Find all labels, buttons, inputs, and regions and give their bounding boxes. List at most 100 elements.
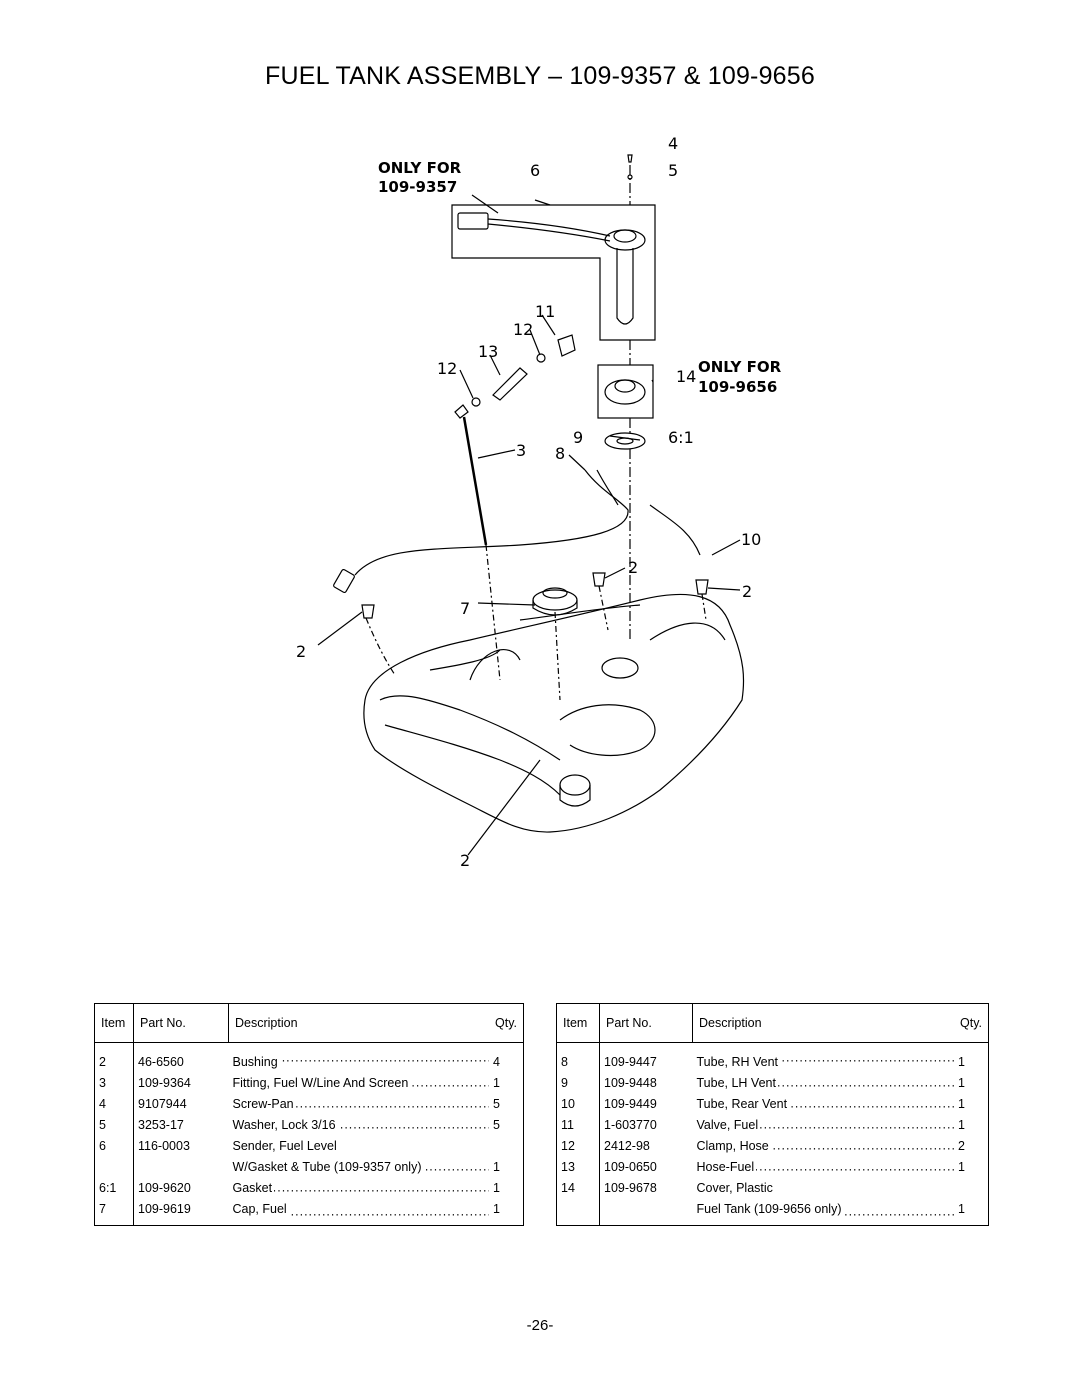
- table-row: 9 109-9448 Tube, LH Vent 1: [556, 1072, 989, 1093]
- qty-cell: 1: [493, 1075, 500, 1090]
- table-row: 14 109-9678 Cover, Plastic: [556, 1177, 989, 1198]
- note-only-for-label: ONLY FOR: [378, 159, 462, 177]
- table-row: 11 1-603770 Valve, Fuel 1: [556, 1114, 989, 1135]
- desc-cell: Clamp, Hose: [696, 1138, 771, 1153]
- part-cell: 109-9364: [138, 1075, 191, 1090]
- item-cell: 12: [556, 1135, 600, 1156]
- item-cell: 11: [556, 1114, 600, 1135]
- item-cell: [556, 1198, 600, 1226]
- item-cell: 6: [94, 1135, 134, 1156]
- parts-table-right: Item Part No. Description Qty. 8 109-944…: [556, 1003, 989, 1226]
- item-cell: 13: [556, 1156, 600, 1177]
- header-description: Description: [228, 1003, 489, 1043]
- qty-cell: 1: [958, 1201, 965, 1216]
- desc-cell: Tube, Rear Vent: [696, 1096, 790, 1111]
- part-cell: 116-0003: [138, 1138, 190, 1153]
- item-cell: 8: [556, 1042, 600, 1072]
- callout-label: 12: [437, 359, 457, 378]
- desc-cell: Washer, Lock 3/16: [232, 1117, 338, 1132]
- part-cell: 2412-98: [604, 1138, 650, 1153]
- callout-label: 14: [676, 367, 696, 386]
- table-row: 5 3253-17 Washer, Lock 3/16 5: [94, 1114, 524, 1135]
- item-cell: 4: [94, 1093, 134, 1114]
- callout-label: 11: [535, 302, 555, 321]
- desc-cell: Hose-Fuel: [696, 1159, 757, 1174]
- fuel-tank-exploded-diagram: ONLY FOR 109-9357 ONLY FOR 109-9656 4 5 …: [296, 134, 782, 870]
- qty-cell: 1: [958, 1096, 965, 1111]
- desc-cell: Fuel Tank (109-9656 only): [696, 1201, 844, 1216]
- callout-label: 2: [742, 582, 752, 601]
- desc-cell: Bushing: [232, 1054, 280, 1069]
- desc-cell: Cap, Fuel: [232, 1201, 289, 1216]
- parts-table-left: Item Part No. Description Qty. 2 46-6560…: [94, 1003, 524, 1226]
- header-qty: Qty.: [489, 1003, 524, 1043]
- desc-cell: Tube, RH Vent: [696, 1054, 781, 1069]
- callout-label: 6: [530, 161, 540, 180]
- qty-cell: 5: [493, 1117, 500, 1132]
- item-cell: 14: [556, 1177, 600, 1198]
- qty-cell: 2: [958, 1138, 965, 1153]
- qty-cell: [489, 1135, 524, 1156]
- desc-cell: Valve, Fuel: [696, 1117, 761, 1132]
- table-row: 7 109-9619 Cap, Fuel 1: [94, 1198, 524, 1226]
- table-row: 6:1 109-9620 Gasket 1: [94, 1177, 524, 1198]
- part-cell: 46-6560: [138, 1054, 184, 1069]
- part-cell: [134, 1156, 229, 1177]
- item-cell: 10: [556, 1093, 600, 1114]
- qty-cell: 1: [493, 1201, 500, 1216]
- callout-label: 8: [555, 444, 565, 463]
- qty-cell: 1: [493, 1159, 500, 1174]
- item-cell: 3: [94, 1072, 134, 1093]
- callout-label: 7: [460, 599, 470, 618]
- part-cell: 109-9620: [138, 1180, 191, 1195]
- header-part-no: Part No.: [133, 1003, 229, 1043]
- qty-cell: 1: [958, 1054, 965, 1069]
- qty-cell: 4: [493, 1054, 500, 1069]
- callout-label: 10: [741, 530, 761, 549]
- callout-label: 13: [478, 342, 498, 361]
- table-row: W/Gasket & Tube (109-9357 only) 1: [94, 1156, 524, 1177]
- table-row: 13 109-0650 Hose-Fuel 1: [556, 1156, 989, 1177]
- header-qty: Qty.: [954, 1003, 989, 1043]
- table-row: 2 46-6560 Bushing 4: [94, 1042, 524, 1072]
- callout-label: 9: [573, 428, 583, 447]
- header-item: Item: [94, 1003, 134, 1043]
- item-cell: 5: [94, 1114, 134, 1135]
- callout-label: 2: [628, 558, 638, 577]
- table-row: 6 116-0003 Sender, Fuel Level: [94, 1135, 524, 1156]
- table-row: Fuel Tank (109-9656 only) 1: [556, 1198, 989, 1226]
- part-cell: 1-603770: [604, 1117, 657, 1132]
- desc-cell: Fitting, Fuel W/Line And Screen: [232, 1075, 411, 1090]
- table-header-row: Item Part No. Description Qty.: [94, 1003, 524, 1043]
- qty-cell: 1: [958, 1075, 965, 1090]
- callout-label: 4: [668, 134, 678, 153]
- table-row: 4 9107944 Screw-Pan 5: [94, 1093, 524, 1114]
- item-cell: [94, 1156, 134, 1177]
- part-cell: 109-9448: [604, 1075, 657, 1090]
- qty-cell: 1: [958, 1159, 965, 1174]
- table-header-row: Item Part No. Description Qty.: [556, 1003, 989, 1043]
- callout-label: 2: [296, 642, 306, 661]
- sender-box: [451, 204, 656, 341]
- callout-label: 5: [668, 161, 678, 180]
- item-cell: 6:1: [94, 1177, 134, 1198]
- desc-cell: Tube, LH Vent: [696, 1075, 778, 1090]
- qty-cell: [954, 1177, 989, 1198]
- callout-label: 12: [513, 320, 533, 339]
- part-cell: 9107944: [138, 1096, 187, 1111]
- fuel-tank-body: [363, 593, 745, 833]
- header-part-no: Part No.: [599, 1003, 693, 1043]
- desc-cell: Gasket: [232, 1180, 275, 1195]
- callout-label: 2: [460, 851, 470, 870]
- table-row: 8 109-9447 Tube, RH Vent 1: [556, 1042, 989, 1072]
- desc-cell: Sender, Fuel Level: [232, 1138, 339, 1153]
- part-cell: 3253-17: [138, 1117, 184, 1132]
- note-only-for-label: ONLY FOR: [698, 358, 782, 376]
- qty-cell: 1: [493, 1180, 500, 1195]
- item-cell: 2: [94, 1042, 134, 1072]
- header-item: Item: [556, 1003, 600, 1043]
- part-cell: 109-0650: [604, 1159, 657, 1174]
- page-title: FUEL TANK ASSEMBLY – 109-9357 & 109-9656: [265, 62, 815, 90]
- part-cell: [600, 1198, 693, 1226]
- header-description: Description: [692, 1003, 954, 1043]
